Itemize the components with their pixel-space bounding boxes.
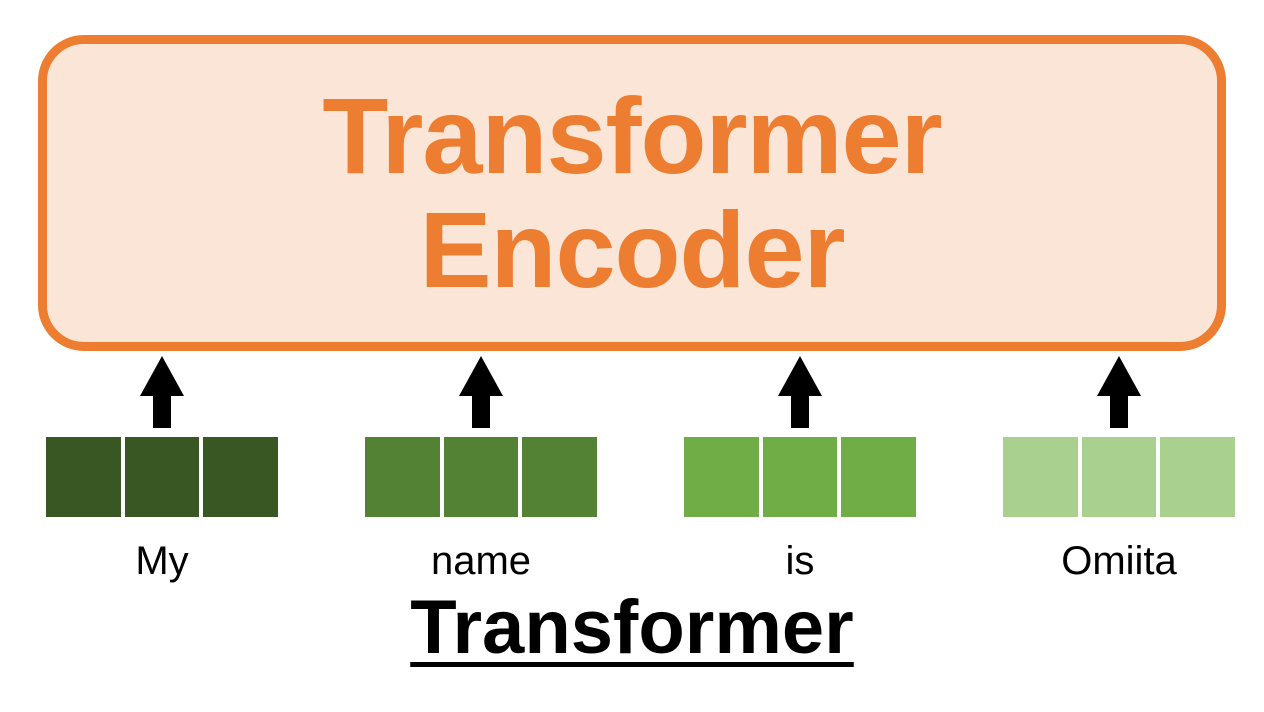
embedding-cell bbox=[1001, 435, 1080, 519]
embedding-cell bbox=[201, 435, 281, 519]
embedding-cell bbox=[682, 435, 761, 519]
embedding-cell bbox=[1158, 435, 1238, 519]
embedding-cell bbox=[441, 435, 521, 519]
up-arrow-icon bbox=[778, 356, 822, 428]
embedding-block-row bbox=[44, 435, 281, 519]
token-column: is bbox=[682, 356, 919, 583]
embedding-cell bbox=[363, 435, 442, 519]
token-column: Omiita bbox=[1001, 356, 1238, 583]
up-arrow-icon bbox=[140, 356, 184, 428]
diagram-title: Transformer bbox=[410, 585, 854, 670]
embedding-cell bbox=[760, 435, 840, 519]
up-arrow-icon bbox=[459, 356, 503, 428]
encoder-label-line1: Transformer bbox=[322, 74, 942, 196]
embedding-cell bbox=[520, 435, 600, 519]
encoder-label-line2: Encoder bbox=[419, 189, 845, 310]
token-label: My bbox=[135, 539, 189, 583]
embedding-cell bbox=[1079, 435, 1159, 519]
embedding-block-row bbox=[1001, 435, 1238, 519]
token-column: My bbox=[44, 356, 281, 583]
token-label: name bbox=[430, 539, 532, 583]
token-column: name bbox=[363, 356, 600, 583]
embedding-block-row bbox=[363, 435, 600, 519]
token-label: is bbox=[785, 539, 815, 583]
embedding-cell bbox=[122, 435, 202, 519]
transformer-encoder-box: Transformer Encoder bbox=[38, 35, 1226, 351]
embedding-cell bbox=[839, 435, 919, 519]
embedding-block-row bbox=[682, 435, 919, 519]
up-arrow-icon bbox=[1097, 356, 1141, 428]
token-label: Omiita bbox=[1061, 539, 1177, 583]
embedding-cell bbox=[44, 435, 123, 519]
